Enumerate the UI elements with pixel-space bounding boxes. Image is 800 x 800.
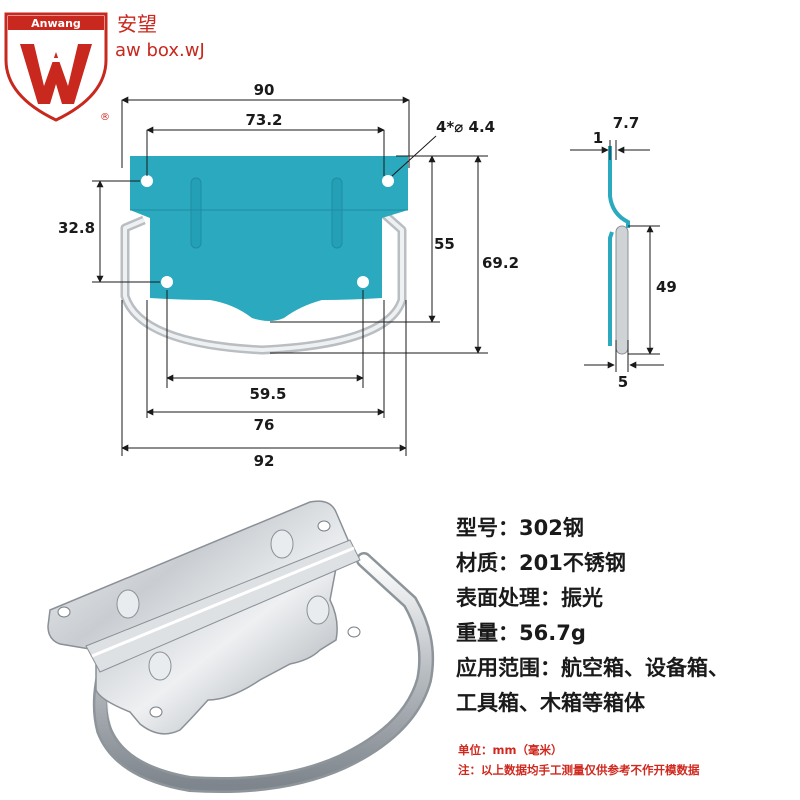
brand-name-en: aw box.wJ [115,40,205,61]
dim-76: 76 [254,416,275,434]
product-photo [47,500,435,794]
dim-73-2: 73.2 [245,111,282,129]
notes: 单位：mm（毫米） 注：以上数据均手工测量仅供参考不作开模数据 [458,740,700,780]
dim-59-5: 59.5 [249,385,286,403]
brand-name-cn: 安望 [117,12,157,36]
dimension-lines [92,96,488,456]
spec-finish: 表面处理：振光 [456,586,603,610]
dim-side-49: 49 [656,278,677,296]
spec-weight: 重量：56.7g [456,621,586,645]
side-dimension-labels: 1 7.7 49 5 [593,114,677,391]
dimension-labels: 90 73.2 4*⌀ 4.4 32.8 55 69.2 59.5 76 92 [58,81,519,470]
spec-material: 材质：201不锈钢 [456,551,626,575]
dim-92: 92 [254,452,275,470]
note-unit: 单位：mm（毫米） [458,743,563,757]
side-dimension-lines [570,140,664,372]
spec-application: 应用范围：航空箱、设备箱、 [456,656,729,680]
spec-list: 型号：302钢 材质：201不锈钢 表面处理：振光 重量：56.7g 应用范围：… [456,511,729,721]
dim-hole-spec: 4*⌀ 4.4 [436,118,495,136]
side-view [608,146,630,355]
logo-text: Anwang [31,17,81,30]
dim-side-7-7: 7.7 [613,114,640,132]
note-disclaimer: 注：以上数据均手工测量仅供参考不作开模数据 [458,763,700,777]
dim-32-8: 32.8 [58,219,95,237]
dim-69-2: 69.2 [482,254,519,272]
brand-logo: Anwang ® [4,12,110,123]
dim-55: 55 [434,235,455,253]
dim-side-1: 1 [593,129,603,147]
spec-model: 型号：302钢 [456,516,584,540]
registered-mark: ® [100,112,110,123]
spec-application-cont: 工具箱、木箱等箱体 [456,691,645,715]
dim-90: 90 [254,81,275,99]
front-view [120,156,408,355]
dim-side-5: 5 [618,373,628,391]
